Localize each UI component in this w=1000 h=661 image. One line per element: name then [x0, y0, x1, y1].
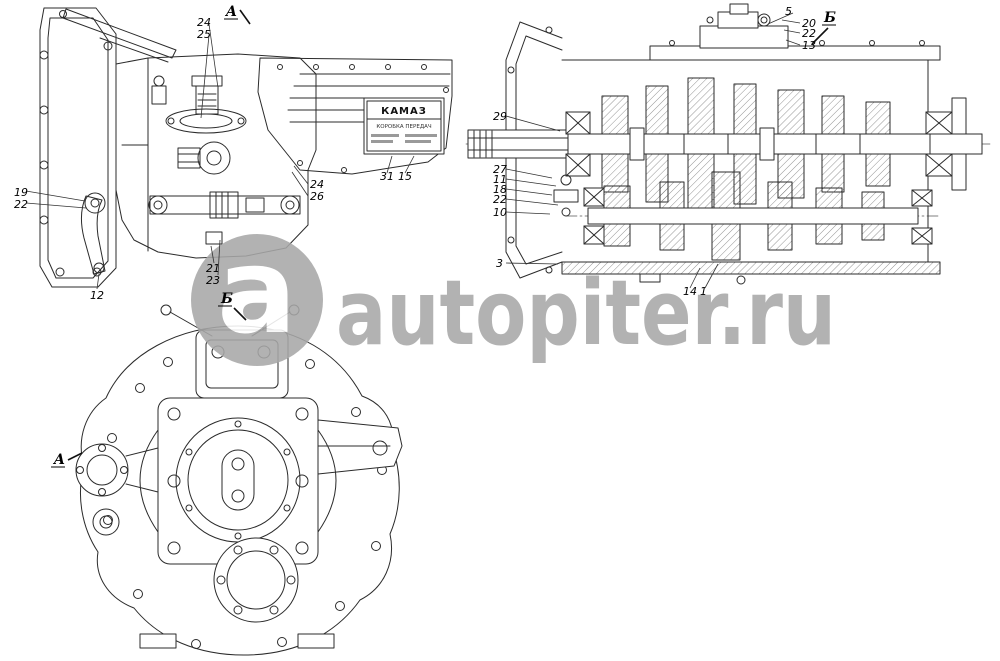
pump-unit [177, 141, 231, 175]
watermark-text: autopiter.ru [336, 261, 836, 366]
callout-3: 3 [496, 257, 503, 270]
countershaft-gears [587, 171, 919, 261]
callout-26: 26 [310, 190, 324, 203]
front-flange [157, 397, 319, 565]
section-view [465, 3, 993, 285]
output-shaft [929, 97, 983, 191]
housing-outline [79, 325, 400, 656]
watermark-logo-disc [191, 234, 323, 366]
callout-22-mid: 22 [493, 193, 507, 206]
pto-shafts [148, 191, 301, 245]
callout-21: 21 [206, 262, 220, 275]
housing-bottom [561, 261, 941, 285]
shift-tower [699, 3, 789, 49]
watermark-logo-letter: a [217, 222, 297, 360]
watermark: a autopiter.ru [191, 222, 836, 366]
callout-19: 19 [14, 186, 28, 199]
mounting-bracket [317, 419, 403, 475]
main-shaft [567, 127, 931, 161]
clutch-lever [80, 192, 106, 275]
rim-bolts [103, 357, 387, 649]
callout-12: 12 [90, 289, 104, 302]
shift-mechanism [151, 75, 247, 134]
bearing-counter-left [583, 187, 605, 245]
callout-24-cover: 24 [310, 178, 324, 191]
countershaft [587, 207, 919, 225]
section-marks [51, 9, 836, 468]
callout-29: 29 [493, 110, 507, 123]
callout-15: 15 [398, 170, 412, 183]
callout-1: 1 [700, 285, 707, 298]
gearbox-housing-side [115, 53, 317, 259]
callout-27: 27 [493, 163, 507, 176]
callout-5: 5 [785, 5, 792, 18]
input-shaft [467, 129, 569, 159]
callout-24-top: 24 [197, 16, 211, 29]
side-view: КАМАЗ КОРОБКА ПЕРЕДАЧ [39, 7, 453, 288]
section-label-a-side: A [224, 4, 237, 20]
mounting-feet [139, 633, 335, 649]
leader-lines [25, 12, 801, 290]
callout-25: 25 [197, 28, 211, 41]
side-cover [257, 57, 453, 175]
callout-10: 10 [493, 206, 507, 219]
nameplate-brand: КАМАЗ [381, 106, 427, 117]
callout-14: 14 [683, 285, 697, 298]
bearing-counter-right [911, 189, 933, 245]
callout-23: 23 [206, 274, 220, 287]
callout-13: 13 [802, 39, 816, 52]
callout-22-top: 22 [802, 27, 816, 40]
callout-20: 20 [802, 17, 816, 30]
callout-22-left: 22 [14, 198, 28, 211]
support-strut [62, 8, 177, 63]
bearing-input [565, 111, 591, 177]
callout-18: 18 [493, 183, 507, 196]
nameplate: КАМАЗ КОРОБКА ПЕРЕДАЧ [363, 97, 445, 155]
callout-31: 31 [380, 170, 394, 183]
callout-layer: A 24 25 24 26 19 22 12 21 23 31 15 5 20 … [14, 4, 836, 468]
section-label-b-front: Б [220, 291, 233, 307]
nameplate-caption: КОРОБКА ПЕРЕДАЧ [376, 124, 432, 130]
section-label-b-right: Б [823, 10, 836, 26]
pto-flange [213, 537, 299, 623]
callout-11: 11 [493, 173, 507, 186]
bearing-output [925, 111, 953, 177]
left-detail-parts [553, 174, 579, 217]
clutch-housing-plate [39, 7, 117, 288]
left-flange [75, 443, 159, 536]
section-label-a-front: A [52, 452, 65, 468]
front-view [75, 304, 403, 656]
